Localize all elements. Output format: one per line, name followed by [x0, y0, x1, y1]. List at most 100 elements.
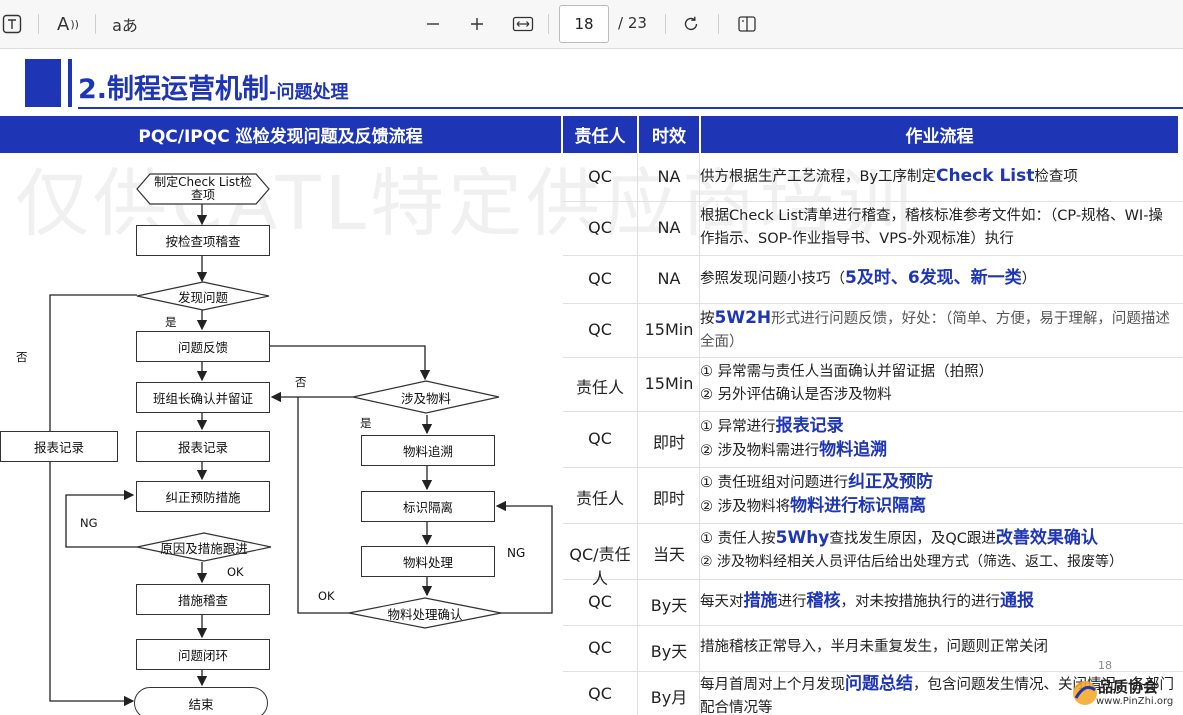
zoom-out-icon[interactable] — [423, 9, 443, 39]
row-owner: QC — [588, 638, 612, 657]
row-time: By天 — [650, 642, 688, 661]
column-divider — [699, 153, 700, 715]
toolbar-separator — [95, 14, 96, 34]
row-owner: QC — [588, 167, 612, 186]
row-text: ） — [1021, 271, 1037, 287]
row-line: ② 涉及物料经相关人员评估后给出处理方式（筛选、返工、报废等） — [700, 554, 1123, 570]
arrow — [65, 489, 137, 548]
toolbar-separator — [718, 14, 719, 34]
page-subtitle: -问题处理 — [269, 82, 349, 103]
page-total-label: / 23 — [618, 14, 647, 32]
translate-icon[interactable]: aあ — [110, 9, 140, 39]
flow-report-left-box: 报表记录 — [0, 431, 118, 462]
row-line: ② 另外评估确认是否涉及物料 — [700, 387, 892, 403]
row-time: 15Min — [644, 374, 694, 393]
title-accent-block — [25, 59, 61, 107]
translate-glyph: aあ — [112, 16, 138, 35]
flow-follow-label: 原因及措施跟进 — [160, 540, 248, 556]
flow-handle-confirm-diamond — [348, 597, 502, 629]
table-row: QC By月 每月首周对上个月发现问题总结，包含问题发生情况、关闭情况、各部门配… — [563, 671, 1183, 715]
header-owner: 责任人 — [563, 116, 637, 153]
flow-yes-label: 是 — [360, 416, 372, 430]
row-owner: QC — [588, 218, 612, 237]
flow-handle-confirm-label: 物料处理确认 — [387, 606, 463, 622]
text-box-icon[interactable] — [0, 9, 24, 39]
row-text: ② 涉及物料将 — [700, 499, 791, 515]
page-title: 2.制程运营机制-问题处理 — [78, 67, 349, 106]
pinzhi-logo: 品质协会 www.PinZhi.org — [1070, 674, 1183, 715]
slide-page-number: 18 — [1098, 659, 1112, 672]
flow-ok-label: OK — [318, 589, 335, 603]
table-row: QC NA 根据Check List清单进行稽查，稽核标准参考文件如：（CP-规… — [563, 201, 1183, 256]
flow-report-box: 报表记录 — [136, 431, 270, 462]
row-highlight: 问题总结 — [845, 674, 913, 694]
header-process: 作业流程 — [701, 116, 1178, 153]
header-flow: PQC/IPQC 巡检发现问题及反馈流程 — [0, 116, 561, 153]
row-line: ① 异常进行报表记录 — [700, 415, 1176, 439]
row-owner: QC — [588, 684, 612, 703]
header-time: 时效 — [639, 116, 699, 153]
flow-found-diamond — [136, 281, 270, 311]
slide-page: 仅供CATL特定供应商培训 2.制程运营机制-问题处理 PQC/IPQC 巡检发… — [0, 49, 1183, 715]
row-text: ① 异常进行 — [700, 419, 776, 435]
row-process: ① 异常需与责任人当面确认并留证据（拍照）② 另外评估确认是否涉及物料 — [700, 361, 1176, 407]
row-highlight: 措施 — [743, 591, 778, 611]
row-process: 供方根据生产工艺流程，By工序制定Check List检查项 — [700, 165, 1176, 189]
page-view-icon[interactable] — [735, 9, 759, 39]
row-highlight: 稽核 — [806, 591, 841, 611]
row-time: By月 — [650, 688, 688, 707]
pdf-toolbar: A)) aあ 18 / 23 — [0, 0, 1183, 49]
flow-end-terminal: 结束 — [134, 687, 268, 715]
row-text: ，包含问题发生情况、关闭情况、各部门配合情况等 — [700, 677, 1174, 715]
row-owner: QC/责任人 — [569, 545, 631, 588]
table-row: QC NA 参照发现问题小技巧（5及时、6发现、新一类） — [563, 255, 1183, 304]
arrow — [495, 500, 553, 614]
row-time: 当天 — [652, 545, 685, 564]
rotate-icon[interactable] — [679, 9, 703, 39]
row-text: 查找发生原因，及QC跟进 — [829, 531, 996, 547]
page-number-input[interactable]: 18 — [559, 5, 609, 43]
row-text: 形式进行问题反馈，好处：（简单、方便，易于理解，问题描述全面） — [700, 311, 1170, 350]
row-line: ① 责任班组对问题进行纠正及预防 — [700, 471, 1176, 495]
row-highlight: 5Why — [775, 528, 830, 548]
flow-start-label: 制定Check List检查项 — [154, 175, 252, 202]
row-owner: QC — [588, 429, 612, 448]
row-text: ① 责任人按 — [700, 531, 776, 547]
row-process: 根据Check List清单进行稽查，稽核标准参考文件如：（CP-规格、WI-操… — [700, 208, 1163, 247]
row-text: 按 — [700, 311, 715, 327]
flow-handle-box: 物料处理 — [361, 546, 495, 577]
row-process: 按5W2H形式进行问题反馈，好处：（简单、方便，易于理解，问题描述全面） — [700, 307, 1176, 354]
flow-audit-box: 措施稽查 — [136, 584, 270, 615]
row-time: 即时 — [652, 489, 685, 508]
read-aloud-glyph: A — [57, 13, 70, 35]
title-accent-bar — [68, 59, 72, 107]
table-row: QC 15Min 按5W2H形式进行问题反馈，好处：（简单、方便，易于理解，问题… — [563, 303, 1183, 358]
row-time: 即时 — [652, 433, 685, 452]
row-highlight: 物料追溯 — [819, 440, 888, 460]
row-process: 每月首周对上个月发现问题总结，包含问题发生情况、关闭情况、各部门配合情况等 — [700, 673, 1176, 715]
logo-url-text: www.PinZhi.org — [1096, 696, 1174, 707]
row-text: 检查项 — [1034, 169, 1078, 185]
row-owner: 责任人 — [575, 378, 624, 397]
read-aloud-icon[interactable]: A)) — [57, 13, 79, 35]
row-time: NA — [657, 218, 681, 237]
zoom-in-icon[interactable] — [467, 9, 487, 39]
table-row: QC By天 每天对措施进行稽核，对未按措施执行的进行通报 — [563, 579, 1183, 626]
row-time: 15Min — [644, 320, 694, 339]
row-text: 参照发现问题小技巧（ — [700, 271, 845, 287]
fit-width-icon[interactable] — [511, 9, 535, 39]
row-text: 每天对 — [700, 594, 744, 610]
row-text: ① 责任班组对问题进行 — [700, 475, 849, 491]
flow-ng-label: NG — [507, 546, 526, 560]
page-title-main: 2.制程运营机制 — [78, 74, 270, 105]
row-process: 参照发现问题小技巧（5及时、6发现、新一类） — [700, 267, 1176, 291]
title-underline — [78, 107, 1183, 109]
flow-found-label: 发现问题 — [177, 289, 228, 305]
row-text: 进行 — [777, 594, 807, 610]
row-highlight: Check List — [936, 166, 1035, 186]
